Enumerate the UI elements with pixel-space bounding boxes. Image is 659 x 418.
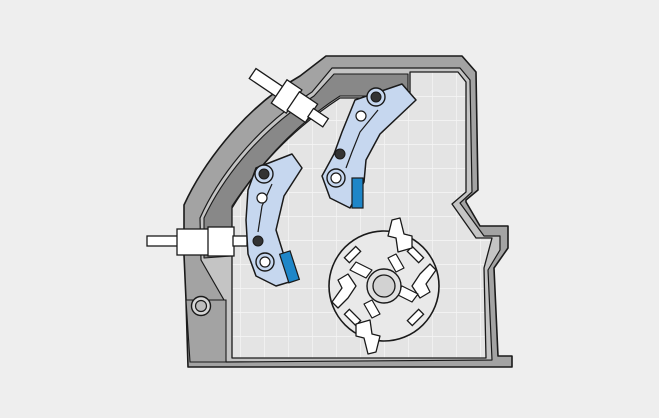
rotor-wedge [349, 261, 373, 279]
rotor [328, 217, 440, 355]
rotor-slots [343, 245, 425, 327]
lower-plate-link-pin [252, 235, 264, 247]
lower-adjustment-rod [146, 226, 248, 257]
housing-base [185, 299, 227, 363]
upper-impact-plate-inner-edge [345, 109, 379, 169]
lower-plate-lower-hole [259, 256, 271, 268]
rotor-wedge [363, 299, 381, 319]
lower-plate-hole [256, 192, 268, 204]
lower-rod-nut-inner [207, 226, 235, 257]
lower-rod-nut-outer [176, 228, 210, 256]
rotor-hammers [331, 217, 437, 355]
lower-plate-pivot [258, 168, 270, 180]
lower-rod-shaft [146, 235, 180, 247]
hammer-left [331, 273, 357, 309]
upper-plate-hole [355, 110, 367, 122]
lower-rod-tip [232, 235, 248, 247]
rotor-wedges [349, 253, 419, 319]
rotor-slot [343, 245, 362, 264]
hammer-right [411, 263, 437, 299]
upper-plate-wear-pad [351, 177, 364, 209]
hammer-top [387, 217, 413, 253]
lower-impact-plate-inner-edge [257, 183, 273, 233]
upper-impact-plate [321, 83, 417, 209]
lower-plate-wear-pad [278, 250, 301, 284]
hammer-bottom [355, 319, 381, 355]
upper-plate-pivot [370, 91, 382, 103]
upper-plate-lower-hole [330, 172, 342, 184]
upper-rod-tip [306, 107, 330, 128]
base-pivot-bolt-core [194, 299, 208, 313]
rotor-wedge [395, 285, 419, 303]
rotor-slot [406, 308, 425, 327]
rotor-wedge [387, 253, 405, 273]
upper-adjustment-rod [248, 67, 330, 128]
upper-plate-link-pin [334, 148, 346, 160]
lower-impact-plate [245, 153, 303, 287]
rotor-hub [372, 274, 396, 298]
